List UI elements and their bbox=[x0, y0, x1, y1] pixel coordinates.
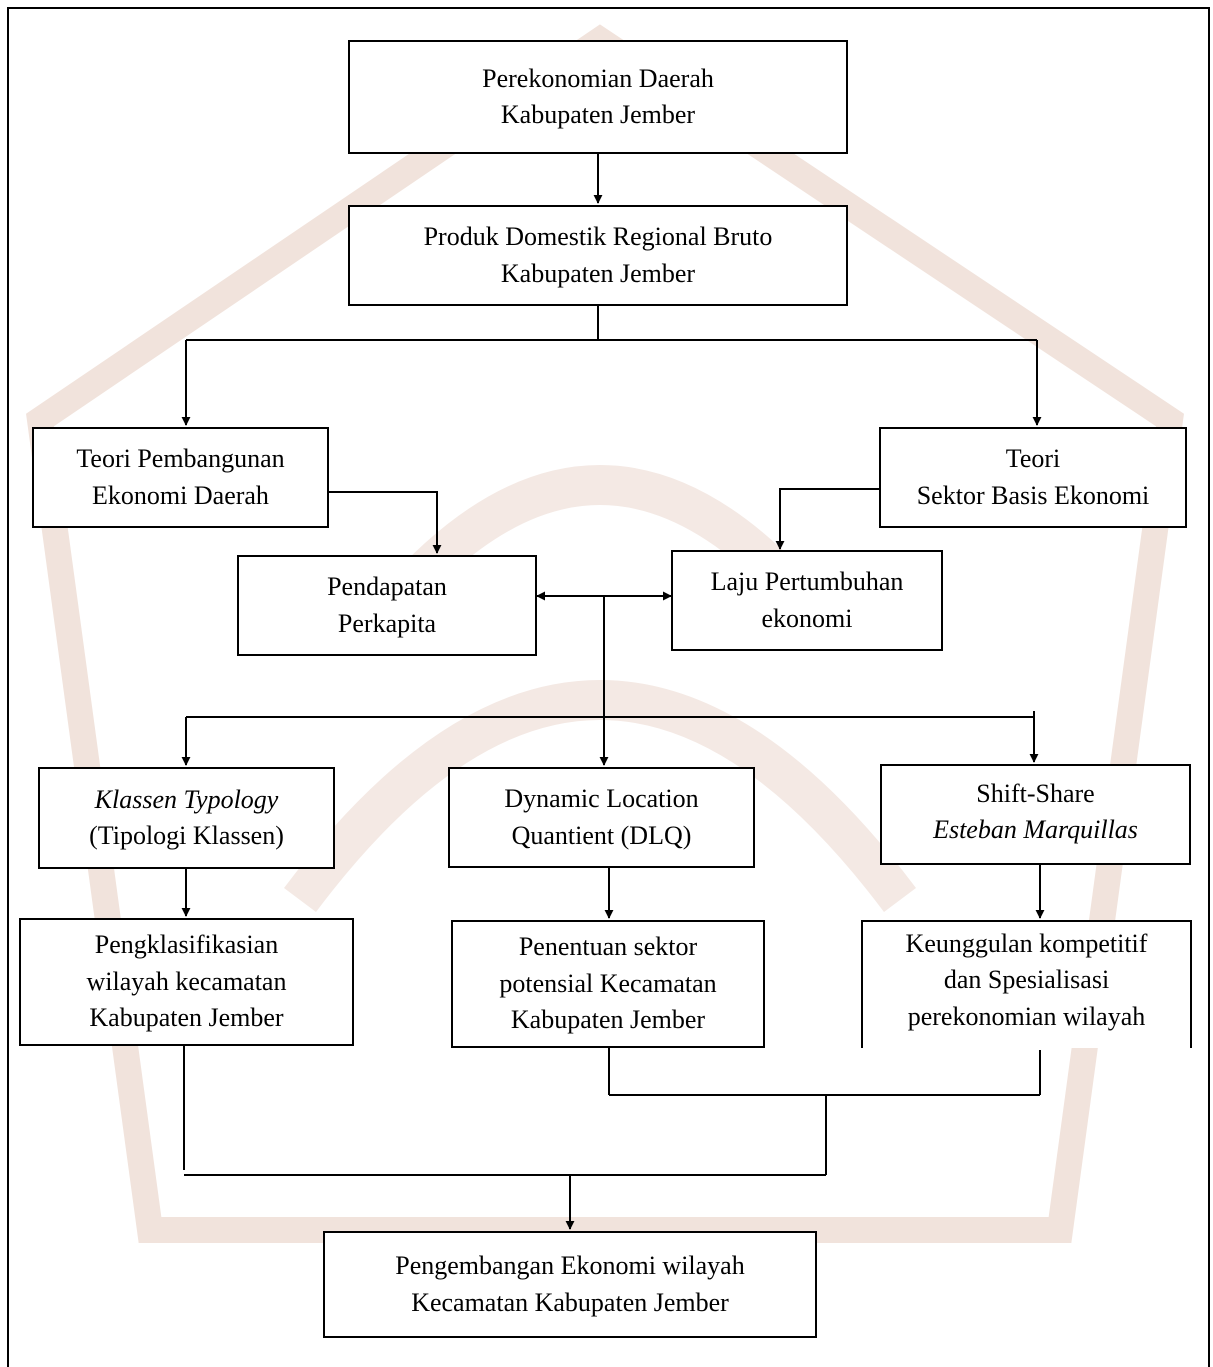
box-line: Teori bbox=[1005, 444, 1061, 474]
box-pengklasifikasian: Pengklasifikasian wilayah kecamatan Kabu… bbox=[19, 918, 354, 1046]
box-line: Laju Pertumbuhan bbox=[710, 567, 904, 597]
box-line: Shift-Share bbox=[976, 779, 1095, 808]
box-teori-pembangunan: Teori Pembangunan Ekonomi Daerah bbox=[32, 427, 329, 528]
page-frame bbox=[7, 7, 1210, 1367]
box-pendapatan-perkapita: Pendapatan Perkapita bbox=[237, 555, 537, 656]
box-laju-pertumbuhan: Laju Pertumbuhan ekonomi bbox=[671, 550, 943, 651]
box-pdrb: Produk Domestik Regional Bruto Kabupaten… bbox=[348, 205, 848, 306]
box-line: Kabupaten Jember bbox=[89, 1003, 284, 1033]
box-line: Teori Pembangunan bbox=[76, 444, 285, 474]
box-line: Kabupaten Jember bbox=[500, 100, 696, 129]
box-penentuan-sektor: Penentuan sektor potensial Kecamatan Kab… bbox=[451, 920, 765, 1048]
box-line: ekonomi bbox=[761, 603, 853, 633]
box-line: Quantient (DLQ) bbox=[511, 820, 692, 850]
box-dlq: Dynamic Location Quantient (DLQ) bbox=[448, 767, 755, 868]
box-line: perekonomian wilayah bbox=[907, 1001, 1146, 1031]
box-keunggulan-kompetitif: Keunggulan kompetitif dan Spesialisasi p… bbox=[861, 920, 1192, 1048]
box-teori-sektor-basis: Teori Sektor Basis Ekonomi bbox=[879, 427, 1187, 528]
box-line: Dynamic Location bbox=[504, 784, 699, 814]
box-line: Ekonomi Daerah bbox=[92, 480, 269, 510]
box-line: Kecamatan Kabupaten Jember bbox=[411, 1287, 729, 1317]
box-line: Pengklasifikasian bbox=[94, 930, 279, 960]
box-line: Keunggulan kompetitif bbox=[905, 929, 1148, 958]
box-line: Esteban Marquillas bbox=[933, 815, 1138, 845]
box-line: Klassen Typology bbox=[94, 784, 279, 814]
box-line: Kabupaten Jember bbox=[500, 258, 696, 288]
box-line: Kabupaten Jember bbox=[510, 1005, 706, 1035]
box-klassen-typology: Klassen Typology (Tipologi Klassen) bbox=[38, 767, 335, 869]
box-line: Penentuan sektor bbox=[518, 932, 698, 962]
box-line: Perkapita bbox=[337, 608, 437, 638]
box-shift-share: Shift-Share Esteban Marquillas bbox=[880, 764, 1191, 865]
box-line: Perekonomian Daerah bbox=[482, 63, 714, 93]
arrow-teori-sektor-laju bbox=[775, 488, 879, 550]
box-line: Pendapatan bbox=[327, 572, 447, 602]
box-pengembangan-ekonomi: Pengembangan Ekonomi wilayah Kecamatan K… bbox=[323, 1231, 817, 1338]
arrow-teori-pembangunan-pendapatan bbox=[328, 491, 442, 554]
box-line: Pengembangan Ekonomi wilayah bbox=[395, 1251, 745, 1281]
box-line: Sektor Basis Ekonomi bbox=[916, 480, 1150, 510]
box-line: wilayah kecamatan bbox=[86, 966, 287, 996]
box-perekonomian-daerah: Perekonomian Daerah Kabupaten Jember bbox=[348, 40, 848, 154]
box-line: dan Spesialisasi bbox=[943, 965, 1110, 995]
box-line: (Tipologi Klassen) bbox=[89, 821, 284, 850]
box-line: potensial Kecamatan bbox=[499, 968, 717, 998]
box-line: Produk Domestik Regional Bruto bbox=[423, 222, 773, 252]
